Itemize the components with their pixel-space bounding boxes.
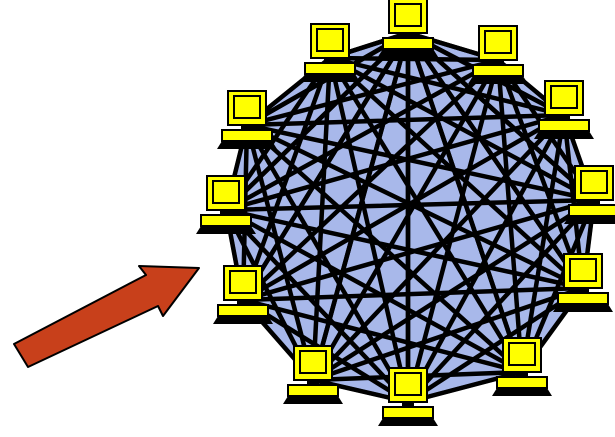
screen	[233, 95, 261, 119]
monitor-stand	[220, 210, 232, 215]
keyboard	[283, 396, 343, 404]
system-unit	[287, 384, 339, 397]
system-unit	[496, 376, 548, 389]
network-link	[327, 55, 411, 405]
network-link	[405, 30, 586, 291]
system-unit	[538, 119, 590, 132]
keyboard	[217, 141, 277, 149]
network-nodes	[196, 0, 615, 426]
system-unit	[217, 304, 269, 317]
monitor-stand	[402, 33, 414, 38]
keyboard	[534, 131, 594, 139]
network-links	[223, 30, 597, 405]
computer-icon	[196, 175, 256, 234]
system-unit	[568, 204, 615, 217]
keyboard	[564, 216, 615, 224]
network-link	[244, 112, 567, 128]
screen	[394, 3, 422, 27]
monitor-stand	[324, 58, 336, 63]
keyboard	[468, 76, 528, 84]
system-unit	[382, 37, 434, 50]
computer-icon	[468, 25, 528, 84]
arrow-icon	[13, 265, 200, 368]
network-link	[240, 55, 333, 303]
pointer-arrow	[13, 265, 200, 368]
system-unit	[472, 64, 524, 77]
monitor-stand	[516, 372, 528, 377]
network-link	[240, 30, 411, 303]
network-link	[519, 112, 567, 375]
system-unit	[382, 406, 434, 419]
monitor-stand	[237, 300, 249, 305]
network-link	[244, 122, 586, 291]
computer-icon	[553, 253, 613, 312]
screen	[229, 270, 257, 294]
computer-icon	[213, 265, 273, 324]
monitor-stand	[241, 125, 253, 130]
network-link	[405, 285, 586, 405]
computer-icon	[283, 345, 343, 404]
network-link	[240, 297, 525, 375]
network-link	[240, 112, 567, 303]
monitor-stand	[588, 200, 600, 205]
system-unit	[200, 214, 252, 227]
computer-icon	[217, 90, 277, 149]
computer-icon	[564, 165, 615, 224]
computer-icon	[378, 367, 438, 426]
network-link	[327, 55, 501, 63]
network-link	[495, 57, 586, 291]
computer-icon	[492, 337, 552, 396]
keyboard	[196, 226, 256, 234]
keyboard	[553, 304, 613, 312]
screen	[299, 350, 327, 374]
monitor-stand	[402, 402, 414, 407]
screen	[580, 170, 608, 194]
screen	[484, 30, 512, 54]
network-link	[244, 122, 597, 203]
monitor-stand	[307, 380, 319, 385]
network-link	[223, 30, 411, 213]
network-link	[244, 122, 316, 383]
screen	[569, 258, 597, 282]
keyboard	[213, 316, 273, 324]
network-link	[405, 30, 525, 375]
computer-icon	[300, 23, 360, 82]
screen	[212, 180, 240, 204]
network-link	[327, 55, 597, 203]
screen	[550, 85, 578, 109]
network-link	[223, 57, 501, 213]
system-unit	[557, 292, 609, 305]
keyboard	[300, 74, 360, 82]
computer-icon	[534, 80, 594, 139]
monitor-stand	[492, 60, 504, 65]
network-link	[223, 207, 586, 291]
screen	[508, 342, 536, 366]
monitor-stand	[577, 288, 589, 293]
keyboard	[378, 49, 438, 57]
keyboard	[492, 388, 552, 396]
system-unit	[304, 62, 356, 75]
network-link	[405, 197, 597, 405]
screen	[394, 372, 422, 396]
keyboard	[378, 418, 438, 426]
system-unit	[221, 129, 273, 142]
network-link	[240, 285, 586, 303]
screen	[316, 28, 344, 52]
network-link	[310, 30, 411, 383]
network-link	[405, 30, 597, 203]
network-link	[244, 122, 411, 405]
monitor-stand	[558, 115, 570, 120]
computer-icon	[378, 0, 438, 57]
